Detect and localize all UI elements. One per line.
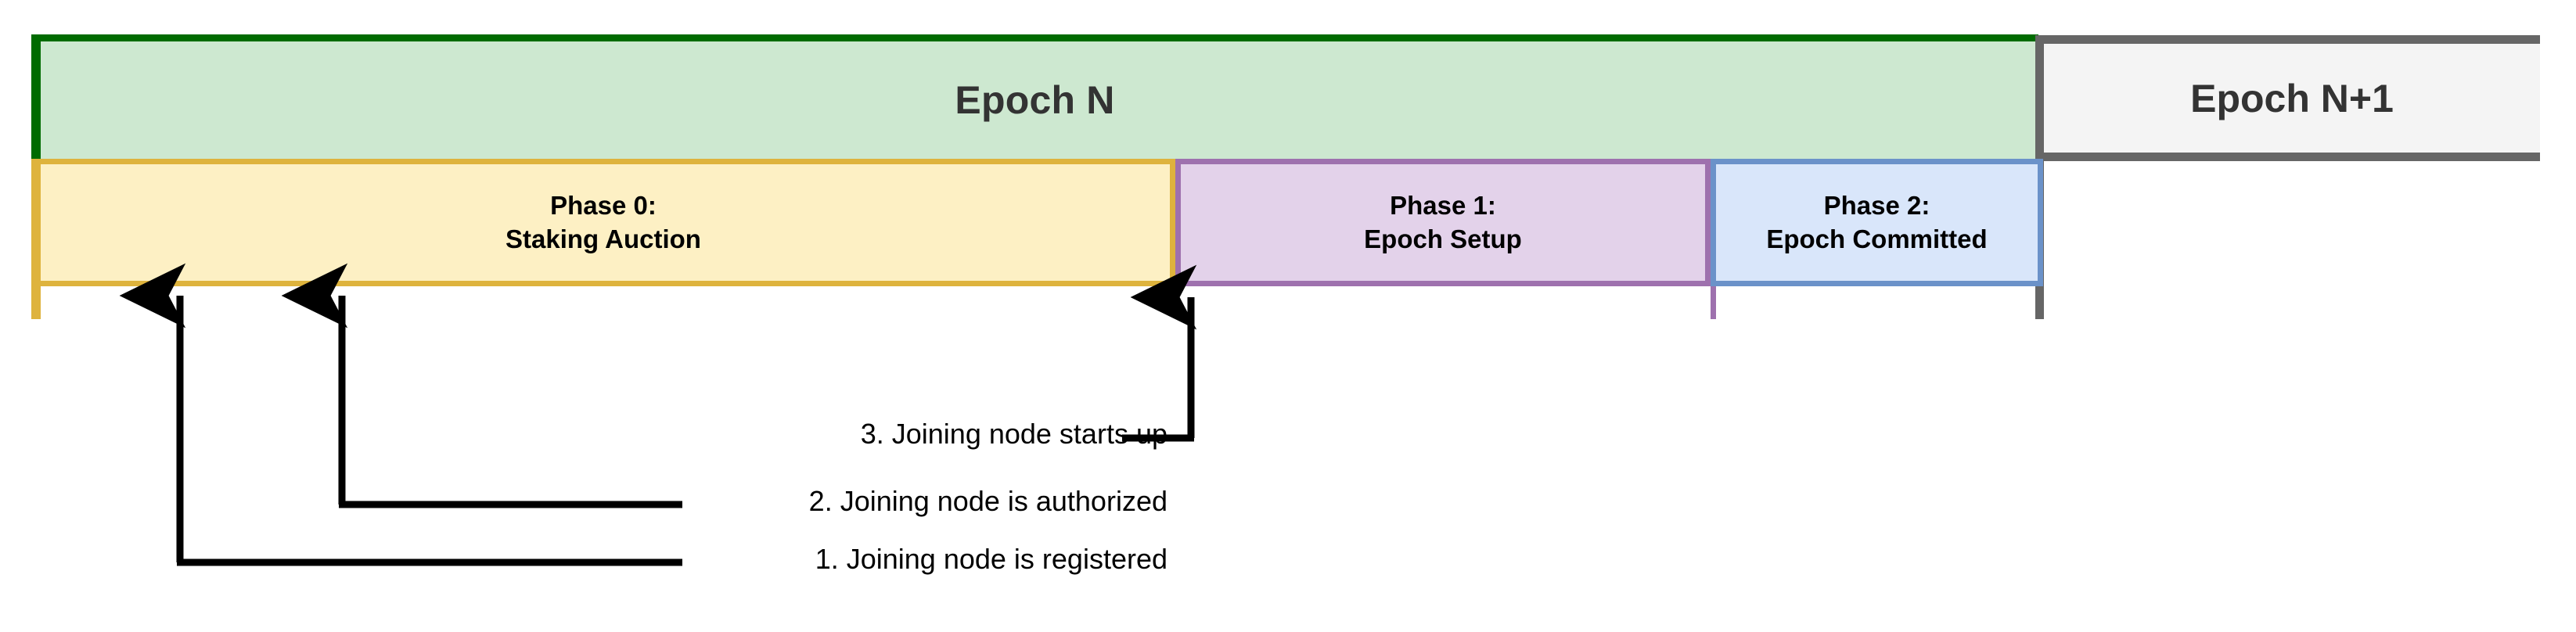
phase-2-title: Phase 2: [1823,191,1930,221]
phase-1-title: Phase 1: [1390,191,1496,221]
annotation-label-2: 2. Joining node is authorized [808,485,1167,517]
phase-1-subtitle: Epoch Setup [1364,224,1522,253]
phase-0-end-tick [1170,286,1179,307]
phase-1-box: Phase 1: Epoch Setup [1175,159,1711,286]
epoch-n-plus-1-box: Epoch N+1 [2035,35,2540,161]
phase-2-subtitle: Epoch Committed [1766,224,1988,253]
phase-0-subtitle: Staking Auction [505,224,701,253]
epoch-n-label: Epoch N [955,78,1115,122]
phase-2-box: Phase 2: Epoch Committed [1711,159,2043,286]
phase-0-title: Phase 0: [550,191,657,221]
phase-1-end-tick [1711,286,1716,319]
annotation-label-3: 3. Joining node starts up [860,418,1167,450]
epoch-n-band: Epoch N [31,34,2038,159]
epoch-start-tick [31,159,41,319]
phase-0-box: Phase 0: Staking Auction [31,159,1175,286]
annotation-label-1: 1. Joining node is registered [815,543,1167,575]
epoch-n-plus-1-label: Epoch N+1 [2190,76,2394,120]
